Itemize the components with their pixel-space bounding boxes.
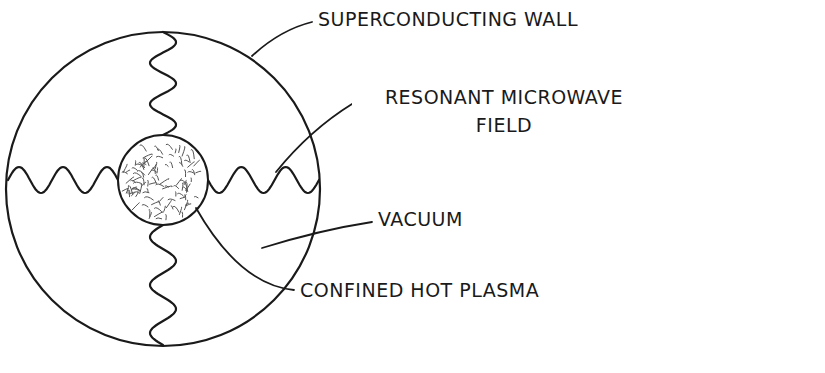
- wall-label: SUPERCONDUCTING WALL: [316, 6, 580, 34]
- plasma-label: CONFINED HOT PLASMA: [298, 277, 541, 305]
- stipple-mark: [157, 149, 163, 155]
- stipple-mark: [154, 212, 163, 217]
- stipple-mark: [135, 161, 137, 166]
- stipple-mark: [151, 202, 159, 205]
- stipple-mark: [153, 164, 156, 169]
- stipple-mark: [184, 160, 189, 162]
- stipple-mark: [156, 184, 164, 187]
- stipple-mark: [160, 197, 164, 201]
- stipple-mark: [170, 162, 173, 168]
- stipple-mark: [147, 180, 149, 186]
- stipple-mark: [132, 203, 139, 210]
- stipple-mark: [194, 196, 198, 198]
- wave-line: [8, 167, 118, 193]
- stipple-mark: [171, 206, 173, 210]
- stipple-mark: [194, 160, 200, 166]
- stipple-mark: [131, 189, 140, 191]
- stipple-mark: [149, 210, 150, 217]
- stipple-mark: [140, 145, 147, 152]
- stipple-mark: [191, 150, 195, 160]
- stipple-mark: [143, 192, 150, 193]
- stipple-mark: [192, 170, 195, 176]
- stipple-mark: [184, 170, 185, 177]
- stipple-mark: [133, 173, 142, 177]
- stipple-mark: [179, 207, 181, 215]
- leader-lines: [196, 22, 372, 290]
- stipple-mark: [180, 180, 186, 183]
- stipple-mark: [165, 186, 169, 187]
- stipple-mark: [166, 200, 171, 208]
- stipple-mark: [133, 182, 142, 183]
- stipple-mark: [131, 193, 135, 196]
- stipple-mark: [144, 197, 153, 200]
- stipple-mark: [156, 175, 159, 181]
- stipple-mark: [190, 178, 192, 182]
- leader-line: [252, 22, 312, 56]
- stipple-mark: [132, 177, 140, 181]
- vacuum-label: VACUUM: [376, 206, 465, 234]
- superconducting-wall: [6, 32, 320, 346]
- stipple-mark: [160, 179, 169, 185]
- stipple-mark: [183, 182, 188, 191]
- stipple-mark: [174, 186, 179, 189]
- stipple-mark: [132, 168, 138, 171]
- field-label: RESONANT MICROWAVE FIELD: [352, 84, 656, 139]
- stipple-mark: [127, 189, 129, 194]
- stipple-mark: [165, 164, 169, 166]
- stipple-mark: [182, 147, 185, 157]
- wave-line: [150, 32, 176, 135]
- stipple-mark: [195, 171, 200, 173]
- stipple-mark: [156, 168, 158, 174]
- stipple-mark: [187, 162, 194, 168]
- stipple-mark: [184, 200, 187, 210]
- stipple-mark: [177, 193, 183, 196]
- leader-line: [196, 208, 294, 290]
- stipple-mark: [179, 145, 180, 152]
- plasma-boundary: [118, 135, 208, 225]
- stipple-mark: [141, 172, 144, 177]
- stipple-mark: [181, 212, 183, 218]
- stipple-mark: [156, 217, 162, 219]
- stipple-mark: [173, 206, 179, 212]
- stipple-mark: [166, 144, 173, 150]
- plasma-stipple: [122, 144, 201, 220]
- stipple-mark: [179, 156, 182, 165]
- stipple-mark: [188, 172, 194, 174]
- wave-line: [208, 167, 319, 193]
- wave-line: [150, 225, 176, 345]
- stipple-mark: [126, 177, 134, 184]
- stipple-mark: [180, 197, 185, 198]
- stipple-mark: [154, 208, 162, 212]
- stipple-mark: [156, 156, 163, 158]
- stipple-mark: [164, 206, 166, 212]
- stipple-mark: [183, 194, 186, 197]
- stipple-mark: [143, 157, 145, 167]
- stipple-mark: [132, 188, 141, 191]
- leader-line: [276, 104, 352, 172]
- stipple-mark: [168, 199, 176, 201]
- stipple-mark: [122, 172, 128, 174]
- stipple-mark: [175, 149, 177, 154]
- stipple-mark: [148, 167, 153, 174]
- stipple-mark: [169, 154, 174, 156]
- stipple-mark: [187, 155, 191, 163]
- stipple-mark: [141, 182, 146, 186]
- stipple-mark: [152, 177, 156, 183]
- leader-line: [262, 222, 372, 248]
- stipple-mark: [175, 192, 177, 197]
- stipple-mark: [144, 158, 150, 166]
- stipple-mark: [149, 183, 157, 185]
- stipple-mark: [126, 187, 128, 194]
- microwave-field: [8, 32, 319, 345]
- stipple-mark: [142, 205, 148, 208]
- stipple-mark: [182, 183, 184, 191]
- stipple-mark: [165, 215, 167, 221]
